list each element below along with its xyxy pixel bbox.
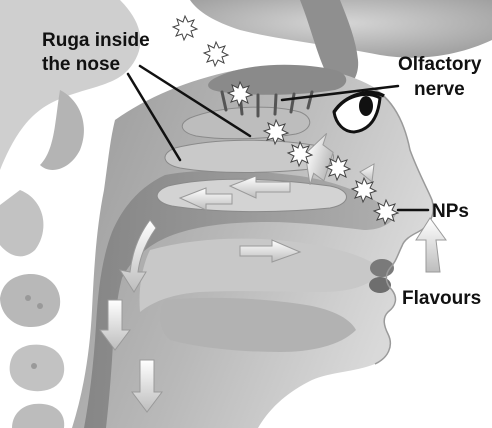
ruga-label-line2: the nose: [42, 54, 120, 75]
np-star: [173, 16, 197, 40]
nps-label: NPs: [432, 201, 469, 222]
ruga-label-line1: Ruga inside: [42, 30, 150, 51]
flavours-label: Flavours: [402, 288, 481, 309]
olfactory-label-line1: Olfactory: [398, 54, 482, 75]
vertebrae: [0, 274, 64, 428]
olfactory-label-line2: nerve: [414, 79, 465, 100]
np-star: [204, 42, 228, 66]
